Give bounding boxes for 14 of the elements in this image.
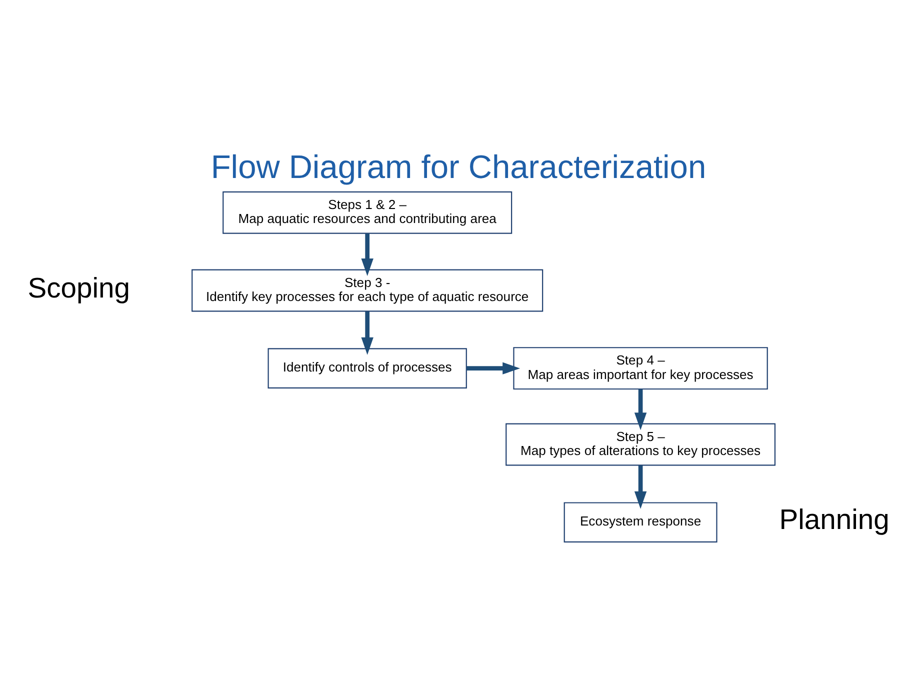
node-box: Identify controls of processes [268,348,467,388]
node-box: Steps 1 & 2 – Map aquatic resources and contributing area [222,191,512,234]
arrow [361,234,374,276]
node-box: Step 3 - Identify key processes for each type of aquatic resource [192,269,544,312]
node-box: Step 5 – Map types of alterations to key processes [506,423,776,466]
arrow [634,389,647,430]
diagram-title: Flow Diagram for Characterization [210,148,706,185]
arrow [634,465,647,509]
node-box: Step 4 – Map areas important for key processes [513,347,768,390]
label: Planning [779,503,890,536]
node-box: Ecosystem response [564,502,718,542]
label: Scoping [28,271,130,304]
arrow [361,311,374,355]
arrow [466,362,520,374]
